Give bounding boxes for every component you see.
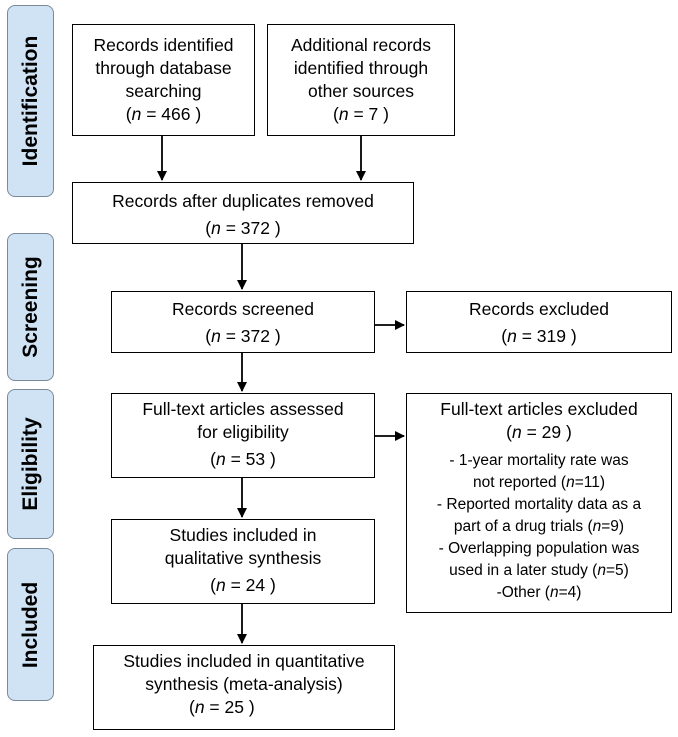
phase-included: Included [7, 548, 54, 701]
exclusion-reason-line: -Other (n=4) [496, 584, 582, 601]
phase-screening: Screening [7, 233, 54, 381]
n-count: (n = 25 ) [189, 697, 255, 717]
box-records-excluded: Records excluded (n = 319 ) [406, 291, 672, 353]
n-count: (n = 372 ) [205, 326, 281, 346]
box-qualitative-synthesis: Studies included in qualitative synthesi… [111, 519, 375, 604]
exclusion-reason-line: part of a drug trials (n=9) [453, 518, 625, 535]
exclusion-reason-line: - 1-year mortality rate was [449, 452, 629, 469]
n-count: (n = 319 ) [501, 326, 577, 346]
n-count: (n = 29 ) [506, 422, 572, 442]
box-fulltext-excluded: Full-text articles excluded (n = 29 ) - … [406, 393, 672, 613]
box-records-screened: Records screened (n = 372 ) [111, 291, 375, 353]
box-fulltext-assessed: Full-text articles assessed for eligibil… [111, 393, 375, 478]
box-other-sources: Additional records identified through ot… [267, 24, 455, 136]
box-database-searching: Records identified through database sear… [72, 24, 255, 136]
n-count: (n = 24 ) [210, 575, 276, 595]
n-count: (n = 53 ) [210, 449, 276, 469]
exclusion-reason-line: - Reported mortality data as a [436, 496, 642, 513]
exclusion-reason-line: not reported (n=11) [473, 474, 605, 491]
exclusion-reason-line: used in a later study (n=5) [449, 562, 629, 579]
box-duplicates-removed: Records after duplicates removed (n = 37… [72, 182, 414, 244]
phase-eligibility: Eligibility [7, 389, 54, 539]
n-count: (n = 372 ) [205, 218, 281, 238]
exclusion-reason-line: - Overlapping population was [438, 540, 640, 557]
phase-identification: Identification [7, 5, 54, 197]
box-quantitative-synthesis: Studies included in quantitative synthes… [93, 645, 395, 730]
n-count: (n = 466 ) [125, 104, 202, 124]
n-count: (n = 7 ) [333, 104, 389, 124]
